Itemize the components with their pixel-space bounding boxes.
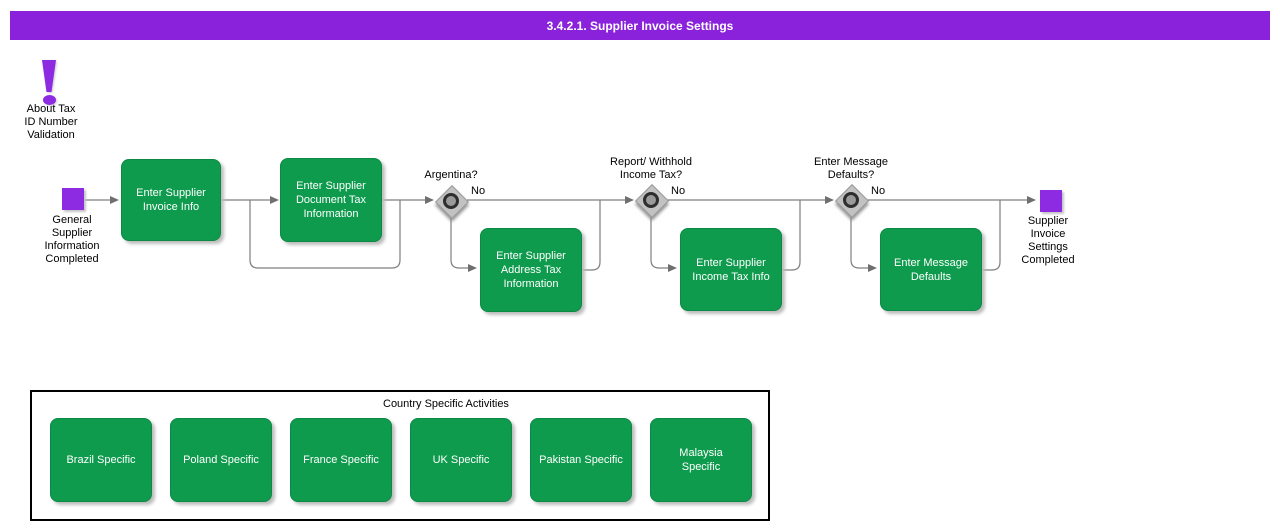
end-node-label: Supplier Invoice Settings Completed [1021, 215, 1075, 266]
activity-brazil-specific[interactable]: Brazil Specific [50, 418, 152, 502]
start-node [62, 188, 84, 210]
activity-pakistan-specific[interactable]: Pakistan Specific [530, 418, 632, 502]
decision-ring-icon [443, 193, 459, 209]
country-specific-panel: Country Specific Activities Brazil Speci… [30, 390, 770, 521]
activity-france-specific[interactable]: France Specific [290, 418, 392, 502]
activity-enter-supplier-income-tax-info[interactable]: Enter Supplier Income Tax Info [680, 228, 782, 311]
decision-message-defaults-label: Enter Message Defaults? [814, 156, 888, 181]
decision-ring-icon [843, 192, 859, 208]
decision-message-defaults-no-label: No [871, 185, 886, 197]
note-label: About Tax ID Number Validation [24, 103, 78, 141]
decision-withhold-tax-icon [635, 184, 669, 218]
country-panel-title: Country Specific Activities [383, 398, 509, 410]
start-node-label: General Supplier Information Completed [44, 214, 100, 265]
activity-enter-supplier-document-tax-information[interactable]: Enter Supplier Document Tax Information [280, 158, 382, 242]
decision-ring-icon [643, 192, 659, 208]
decision-withhold-tax-label: Report/ Withhold Income Tax? [610, 156, 692, 181]
activity-malaysia-specific[interactable]: Malaysia Specific [650, 418, 752, 502]
end-node [1040, 190, 1062, 212]
decision-withhold-tax-no-label: No [671, 185, 686, 197]
activity-enter-supplier-address-tax-information[interactable]: Enter Supplier Address Tax Information [480, 228, 582, 312]
page-title: 3.4.2.1. Supplier Invoice Settings [546, 18, 734, 33]
decision-argentina-icon [435, 185, 469, 219]
activity-enter-supplier-invoice-info[interactable]: Enter Supplier Invoice Info [121, 159, 221, 241]
decision-message-defaults-icon [835, 184, 869, 218]
exclamation-icon [36, 60, 62, 110]
decision-argentina-no-label: No [471, 185, 486, 197]
activity-enter-message-defaults[interactable]: Enter Message Defaults [880, 228, 982, 311]
diagram-title-bar: 3.4.2.1. Supplier Invoice Settings [10, 11, 1270, 40]
activity-uk-specific[interactable]: UK Specific [410, 418, 512, 502]
decision-argentina-label: Argentina? [424, 169, 478, 181]
activity-poland-specific[interactable]: Poland Specific [170, 418, 272, 502]
